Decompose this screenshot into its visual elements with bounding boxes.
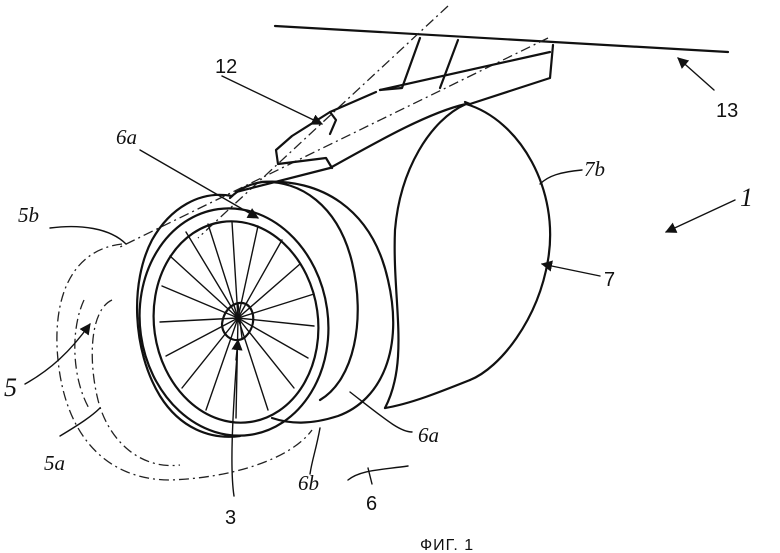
pylon xyxy=(274,36,555,170)
label-12: 12 xyxy=(215,56,237,78)
fan-intake xyxy=(138,207,330,437)
label-3: 3 xyxy=(225,507,236,529)
spinner xyxy=(220,301,255,342)
label-1: 1 xyxy=(740,183,753,212)
construction-lines xyxy=(56,5,549,481)
label-5: 5 xyxy=(4,373,17,402)
label-6a-bottom: 6a xyxy=(418,423,439,447)
fan-cowl xyxy=(135,180,395,438)
wing xyxy=(273,24,730,54)
label-7: 7 xyxy=(604,269,615,291)
label-6: 6 xyxy=(366,493,377,515)
label-7b: 7b xyxy=(584,157,605,181)
label-13: 13 xyxy=(716,100,738,122)
reference-labels: 12 13 6a 7b 1 5b 7 5 6a 5a 6b 6 3 xyxy=(4,56,753,529)
leader-lines xyxy=(24,57,736,497)
label-5a: 5a xyxy=(44,451,65,475)
label-6a-top: 6a xyxy=(116,125,137,149)
figure-caption: ФИГ. 1 xyxy=(420,537,474,553)
fan-blades xyxy=(159,221,315,419)
label-5b: 5b xyxy=(18,203,39,227)
label-6b: 6b xyxy=(298,471,319,495)
